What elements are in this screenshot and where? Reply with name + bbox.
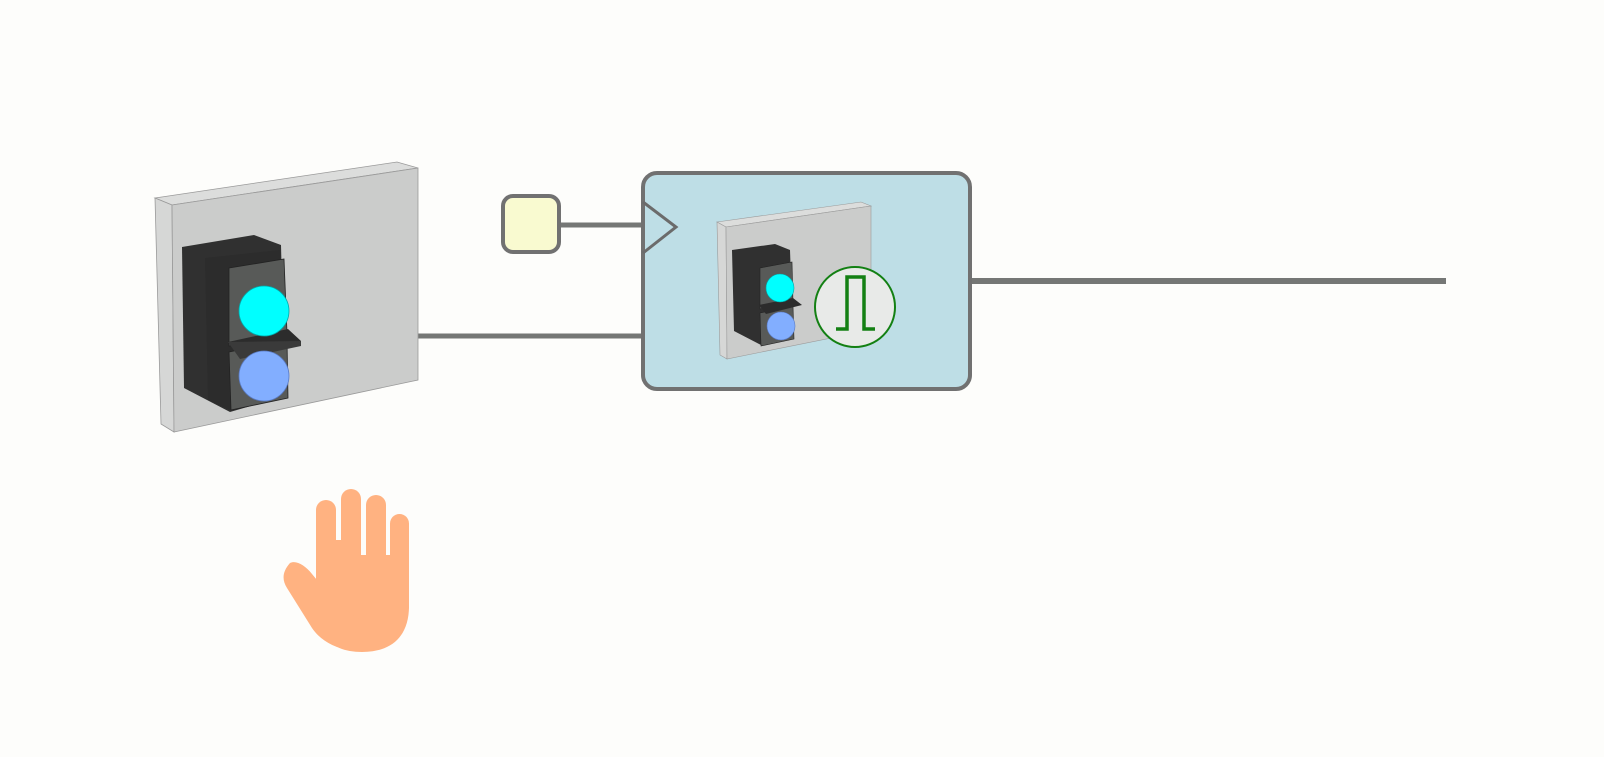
light-top-on — [238, 285, 290, 337]
light-bottom-off — [238, 350, 290, 402]
clock-input-triangle — [642, 200, 679, 255]
left-indicator-panel[interactable] — [153, 161, 419, 433]
panel-side-edge — [154, 197, 175, 433]
input-box[interactable] — [501, 194, 561, 254]
timer-block[interactable] — [641, 171, 972, 391]
traffic-light-indicator-icon — [182, 235, 301, 412]
hand-icon[interactable] — [283, 489, 409, 652]
pulse-icon — [814, 266, 896, 348]
